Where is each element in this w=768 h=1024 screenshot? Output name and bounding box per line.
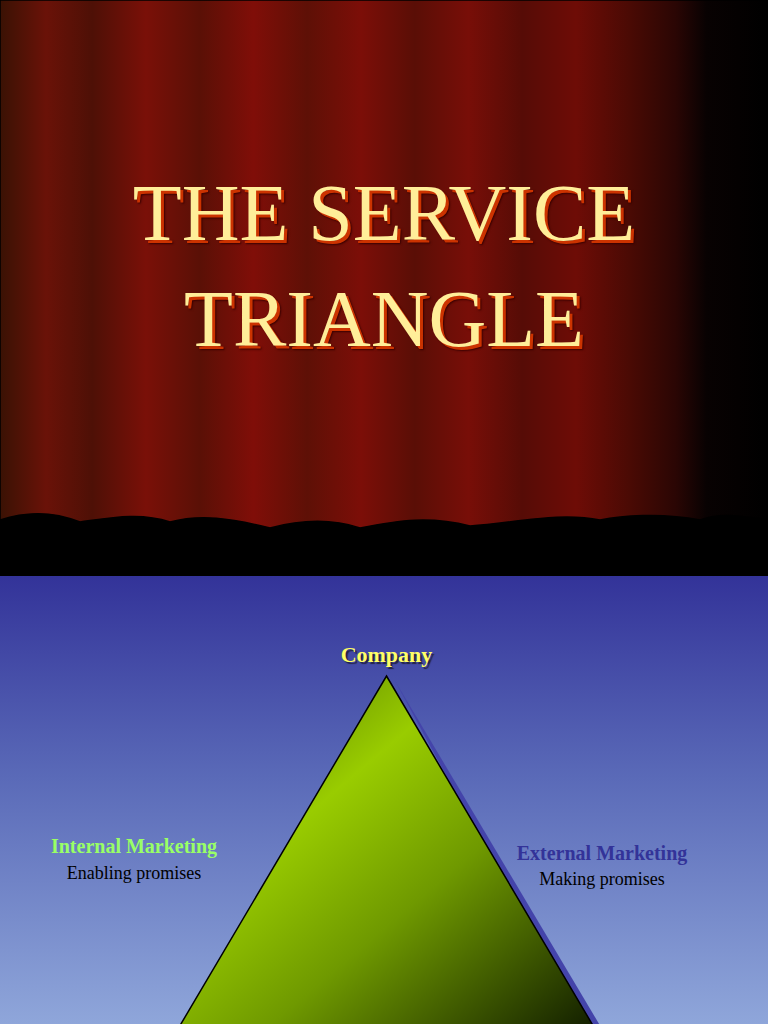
- curtain: [0, 0, 768, 528]
- curtain-ground: [0, 0, 768, 576]
- triangle-node: Company: [170, 640, 603, 1024]
- side-note: Making promises: [539, 869, 665, 890]
- slide-title: THE SERVICE TRIANGLE: [74, 160, 694, 372]
- apex-label: Company: [170, 642, 603, 668]
- side-heading: Internal Marketing: [51, 835, 217, 858]
- side-heading: External Marketing: [517, 842, 688, 865]
- side-note: Enabling promises: [67, 863, 201, 884]
- triangle-shape: [170, 640, 603, 1024]
